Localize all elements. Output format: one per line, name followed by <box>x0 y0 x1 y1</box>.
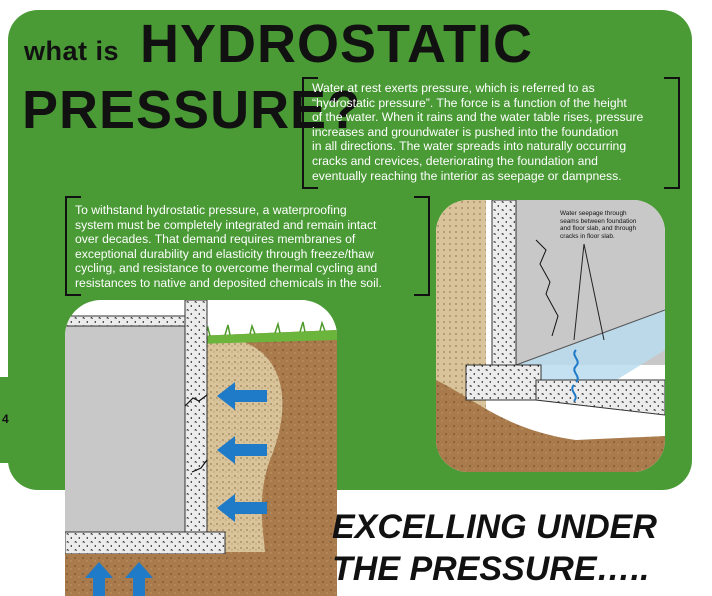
paragraph-line: increases and groundwater is pushed into… <box>312 124 619 139</box>
paragraph-line: “hydrostatic pressure”. The force is a f… <box>312 95 627 110</box>
page-tab <box>0 377 26 463</box>
page-number: 4 <box>2 412 9 426</box>
tagline: EXCELLING UNDER THE PRESSURE….. <box>332 506 657 590</box>
paragraph-line: eventually reaching the interior as seep… <box>312 168 622 183</box>
seepage-illustration: Water seepage through seams between foun… <box>436 200 665 472</box>
waterproofing-description: To withstand hydrostatic pressure, a wat… <box>75 203 427 291</box>
paragraph-line: exceptional durability and elasticity th… <box>75 246 374 261</box>
bracket-left-2 <box>65 196 81 296</box>
callout-line: Water seepage through <box>560 210 627 217</box>
paragraph-line: Water at rest exerts pressure, which is … <box>312 81 595 95</box>
bracket-right-2 <box>414 196 430 296</box>
bracket-left-1 <box>302 77 318 189</box>
hydrostatic-description: Water at rest exerts pressure, which is … <box>312 81 672 183</box>
paragraph-line: cracks and crevices, deteriorating the f… <box>312 153 598 168</box>
paragraph-line: of the water. When it rains and the wate… <box>312 110 644 125</box>
paragraph-line: cycling, and resistance to overcome ther… <box>75 261 378 276</box>
seepage-callout: Water seepage through seams between foun… <box>560 210 660 240</box>
tagline-line-1: EXCELLING UNDER <box>332 508 657 546</box>
tagline-line-2: THE PRESSURE….. <box>332 550 650 588</box>
paragraph-line: To withstand hydrostatic pressure, a wat… <box>75 203 347 217</box>
paragraph-line: system must be completely integrated and… <box>75 217 377 232</box>
pressure-illustration <box>65 300 337 596</box>
callout-line: cracks in floor slab. <box>560 232 615 240</box>
paragraph-line: over decades. That demand requires membr… <box>75 232 356 247</box>
bracket-right-1 <box>664 77 680 189</box>
title-prefix: what is <box>24 36 120 66</box>
paragraph-line: in all directions. The water spreads int… <box>312 139 627 154</box>
callout-line: and floor slab, and through <box>560 225 637 233</box>
callout-line: seams between foundation <box>560 217 637 225</box>
pressure-arrows <box>85 382 267 596</box>
title-line-1: HYDROSTATIC <box>140 14 533 74</box>
paragraph-line: resistances to native and deposited chem… <box>75 275 382 290</box>
